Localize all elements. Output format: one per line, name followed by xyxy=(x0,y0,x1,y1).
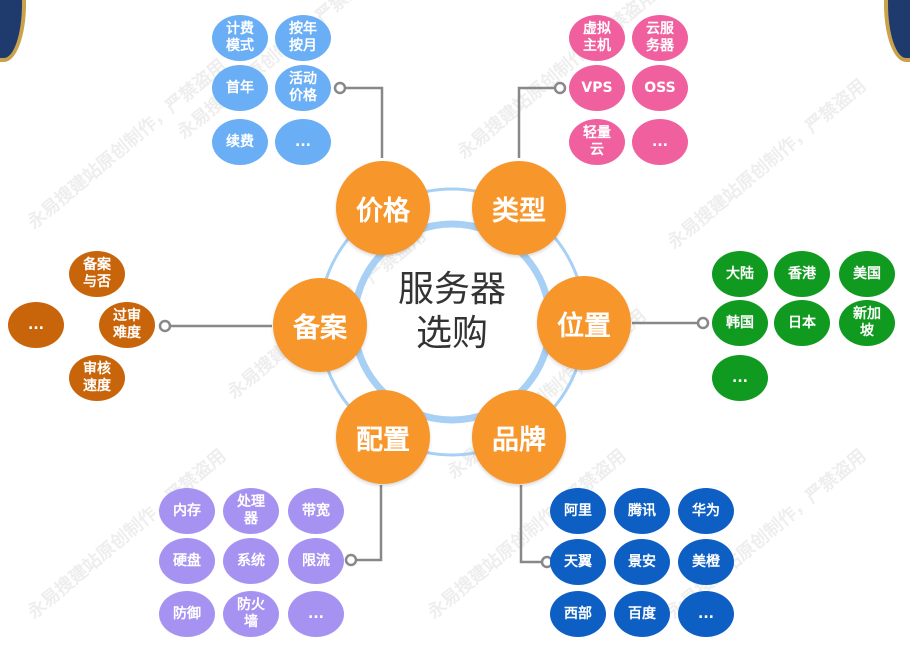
config-option: 硬盘 xyxy=(159,538,215,584)
price-option: 按年 按月 xyxy=(275,15,331,61)
type-connector-dot xyxy=(553,81,567,95)
location-option: ... xyxy=(712,355,768,401)
price-connector-dot xyxy=(333,81,347,95)
type-option: 云服 务器 xyxy=(632,15,688,61)
hub-location: 位置 xyxy=(537,276,631,370)
brand-option: 西部 xyxy=(550,591,606,637)
hub-config: 配置 xyxy=(336,390,430,484)
config-option: ... xyxy=(288,591,344,637)
center-title: 服务器 选购 xyxy=(397,269,507,354)
price-option: 首年 xyxy=(212,65,268,111)
type-option: 轻量 云 xyxy=(569,119,625,165)
price-option: 计费 模式 xyxy=(212,15,268,61)
brand-option: 华为 xyxy=(678,488,734,534)
filing-option: 备案 与否 xyxy=(69,251,125,297)
type-option: ... xyxy=(632,119,688,165)
brand-option: 阿里 xyxy=(550,488,606,534)
brand-option: 景安 xyxy=(614,539,670,585)
location-option: 韩国 xyxy=(712,300,768,346)
config-option: 防御 xyxy=(159,591,215,637)
hub-filing: 备案 xyxy=(273,278,367,372)
type-option: VPS xyxy=(569,65,625,111)
config-option: 带宽 xyxy=(288,488,344,534)
filing-connector-dot xyxy=(158,319,172,333)
config-option: 处理 器 xyxy=(223,488,279,534)
brand-connector xyxy=(519,485,542,564)
config-connector-dot xyxy=(344,553,358,567)
location-option: 大陆 xyxy=(712,251,768,297)
price-connector xyxy=(345,86,384,158)
location-option: 美国 xyxy=(839,251,895,297)
filing-option: 审核 速度 xyxy=(69,355,125,401)
brand-option: 百度 xyxy=(614,591,670,637)
location-option: 日本 xyxy=(774,300,830,346)
location-option: 香港 xyxy=(774,251,830,297)
config-option: 系统 xyxy=(223,538,279,584)
location-option: 新加 坡 xyxy=(839,300,895,346)
filing-option: 过审 难度 xyxy=(99,302,155,348)
hub-price: 价格 xyxy=(336,161,430,255)
config-option: 内存 xyxy=(159,488,215,534)
config-option: 限流 xyxy=(288,538,344,584)
config-connector xyxy=(356,485,383,562)
brand-option: 美橙 xyxy=(678,539,734,585)
hub-brand: 品牌 xyxy=(472,390,566,484)
location-connector-dot xyxy=(696,316,710,330)
price-option: ... xyxy=(275,119,331,165)
config-option: 防火 墙 xyxy=(223,591,279,637)
brand-option: ... xyxy=(678,591,734,637)
brand-option: 腾讯 xyxy=(614,488,670,534)
price-option: 活动 价格 xyxy=(275,65,331,111)
type-option: OSS xyxy=(632,65,688,111)
filing-option: ... xyxy=(8,302,64,348)
price-option: 续费 xyxy=(212,119,268,165)
hub-type: 类型 xyxy=(472,161,566,255)
type-option: 虚拟 主机 xyxy=(569,15,625,61)
brand-option: 天翼 xyxy=(550,539,606,585)
type-connector xyxy=(517,86,555,158)
